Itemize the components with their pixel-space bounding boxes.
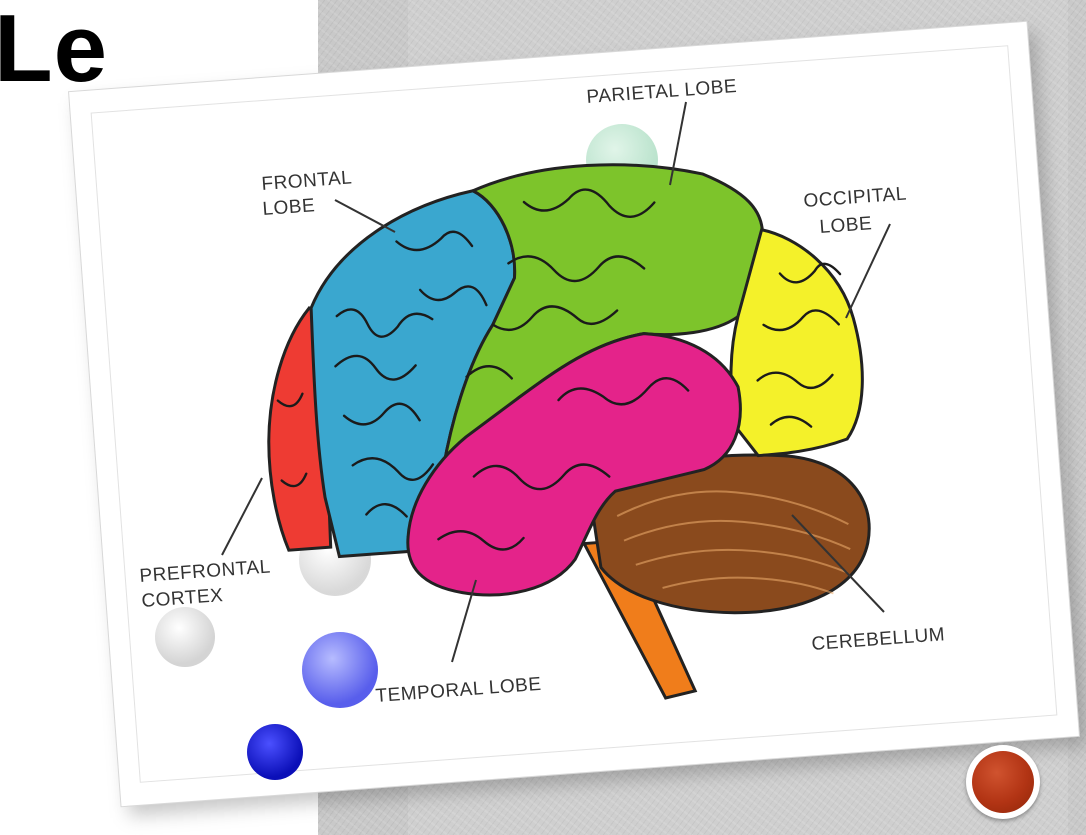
leader-frontal <box>335 200 395 232</box>
bubble-gray-small <box>155 607 215 667</box>
label-parietal-lobe: PARIETAL LOBE <box>586 76 738 108</box>
leader-occipital <box>846 224 890 318</box>
leader-prefrontal <box>222 478 262 555</box>
bubble-blue <box>302 632 378 708</box>
label-occipital-lobe-line1: OCCIPITAL <box>803 183 908 212</box>
label-prefrontal-line1: PREFRONTAL <box>139 556 272 587</box>
slide-badge-circle <box>972 751 1034 813</box>
label-prefrontal-line2: CORTEX <box>141 585 224 612</box>
label-temporal-lobe: TEMPORAL LOBE <box>375 674 542 707</box>
bubble-navy <box>247 724 303 780</box>
slide-number-badge <box>966 745 1040 819</box>
label-cerebellum: CEREBELLUM <box>811 624 946 655</box>
label-occipital-lobe-line2: LOBE <box>819 213 873 238</box>
label-frontal-lobe-line1: FRONTAL <box>261 167 353 195</box>
label-frontal-lobe-line2: LOBE <box>262 195 316 220</box>
